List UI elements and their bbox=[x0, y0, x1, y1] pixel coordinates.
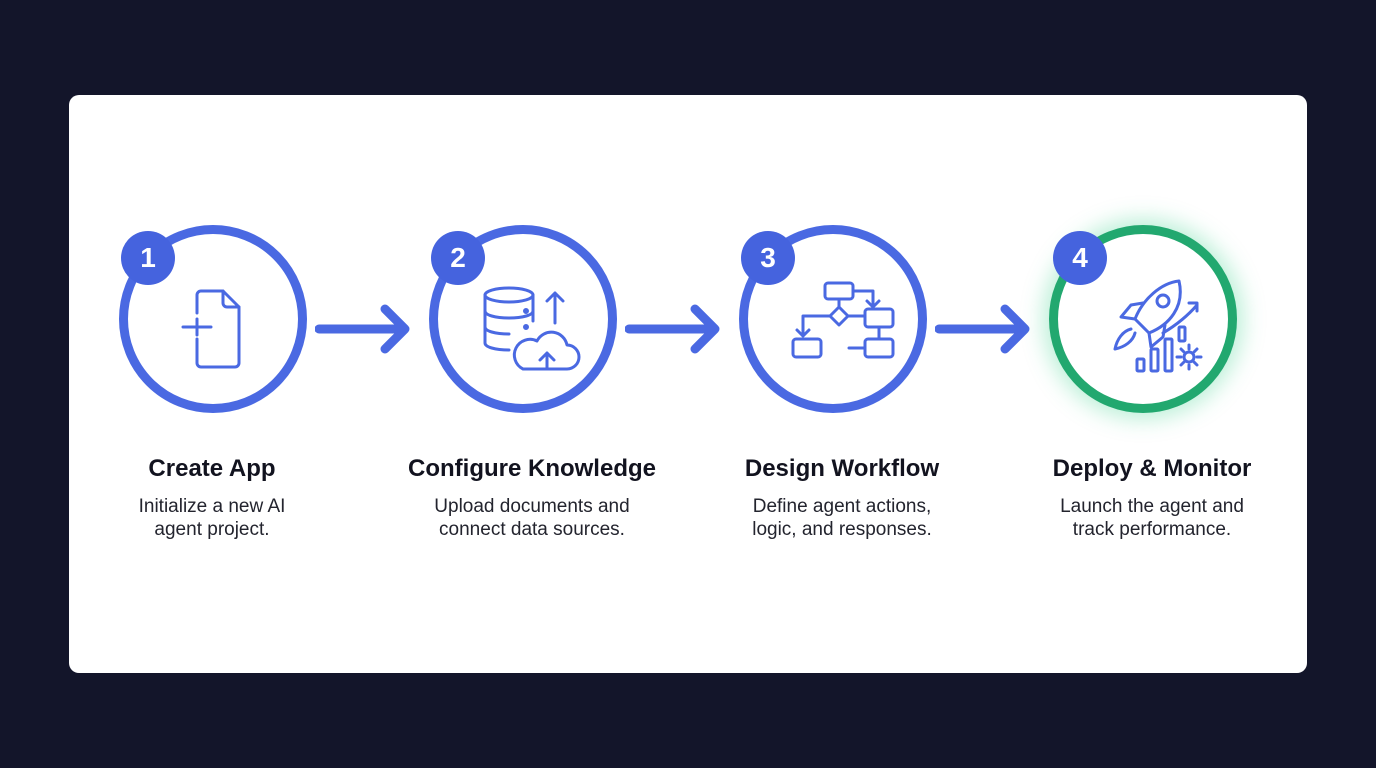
rocket-analytics-icon bbox=[1113, 279, 1203, 373]
step-4-title: Deploy & Monitor bbox=[1052, 455, 1252, 482]
step-3-description: Define agent actions, logic, and respons… bbox=[752, 496, 932, 540]
step-3-badge: 3 bbox=[741, 231, 795, 285]
step-4-ring bbox=[1049, 225, 1237, 413]
step-1-badge: 1 bbox=[121, 231, 175, 285]
step-3-title: Design Workflow bbox=[744, 455, 940, 482]
step-1-description: Initialize a new AI agent project. bbox=[138, 496, 286, 540]
step-2-badge: 2 bbox=[431, 231, 485, 285]
step-4-badge: 4 bbox=[1053, 231, 1107, 285]
database-cloud-upload-icon bbox=[483, 286, 581, 371]
flowchart-icon bbox=[791, 281, 895, 359]
process-card: 1 Create App Initialize a new AI agent p… bbox=[69, 95, 1307, 673]
arrow-right-icon bbox=[315, 304, 410, 354]
step-2-description: Upload documents and connect data source… bbox=[434, 496, 630, 540]
step-2-title: Configure Knowledge bbox=[408, 455, 656, 482]
arrow-right-icon bbox=[625, 304, 720, 354]
arrow-right-icon bbox=[935, 304, 1030, 354]
new-file-icon bbox=[181, 289, 241, 369]
step-4-description: Launch the agent and track performance. bbox=[1060, 496, 1244, 540]
step-1-title: Create App bbox=[148, 455, 276, 482]
